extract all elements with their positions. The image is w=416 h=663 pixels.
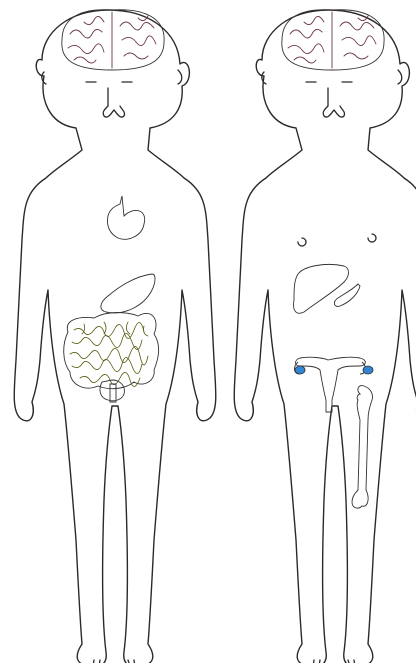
right-ovary-left	[295, 366, 305, 374]
left-figure	[14, 10, 216, 663]
left-body-outline	[14, 10, 216, 663]
right-figure	[234, 10, 416, 663]
right-body-outline	[234, 10, 416, 663]
right-ovary-right	[363, 366, 373, 374]
